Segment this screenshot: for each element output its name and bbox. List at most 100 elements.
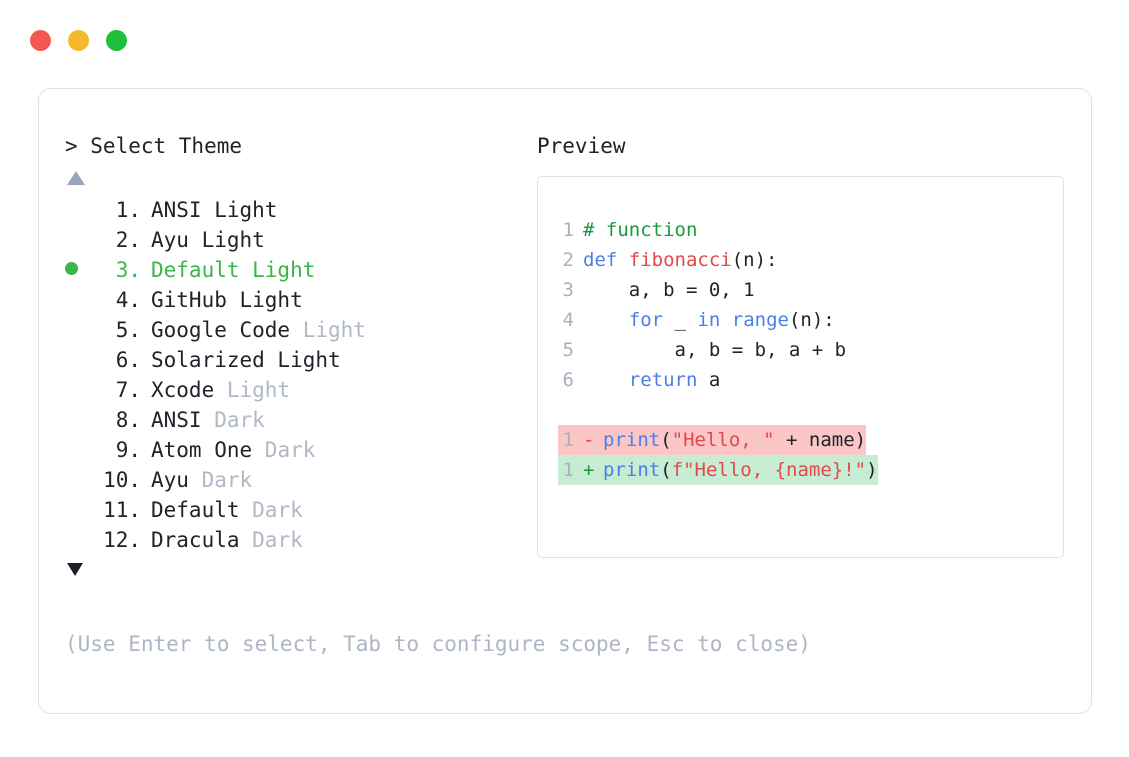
maximize-button[interactable] [106,30,127,51]
keyboard-hint: (Use Enter to select, Tab to configure s… [65,632,811,656]
line-number: 6 [562,369,574,391]
theme-index: 4. [115,288,141,312]
code-line: 1 # function [538,215,1063,245]
theme-list-item[interactable]: 9. Atom One Dark [65,435,535,465]
code-token-plain: (n): [731,249,778,271]
theme-list-item[interactable]: 12. Dracula Dark [65,525,535,555]
theme-name: Solarized Light [151,348,341,372]
code-content: a, b = 0, 1 [583,275,755,305]
theme-list-item[interactable]: 3. Default Light [65,255,535,285]
theme-index: 6. [115,348,141,372]
code-content: # function [583,215,697,245]
code-token-comment: # function [583,219,698,241]
theme-name: Google Code [151,318,291,342]
theme-name: Default Light [151,258,316,282]
theme-index: 12. [103,528,141,552]
code-line: 6 return a [538,365,1063,395]
page-title: > Select Theme [65,134,243,158]
close-button[interactable] [30,30,51,51]
code-token-keyword: in [697,309,732,331]
line-number: 1 [562,459,574,481]
code-token-string: f"Hello, {name}!" [671,459,867,481]
code-token-plain: + name) [774,429,867,451]
code-token-plain: ) [866,459,878,481]
code-content: print(f"Hello, {name}!") [603,455,878,485]
line-number: 4 [562,309,574,331]
code-token-plain: (n): [788,309,835,331]
theme-list-item[interactable]: 4. GitHub Light [65,285,535,315]
line-number: 3 [562,279,574,301]
code-token-plain [583,309,629,331]
diff-highlight: 1-print("Hello, " + name) [558,425,867,455]
diff-sign: + [583,459,595,481]
code-token-plain: ( [660,429,672,451]
code-token-plain: a, b = b, a + b [583,339,847,361]
diff-line-added: 1 + print(f"Hello, {name}!") [538,455,1063,485]
theme-list-item[interactable]: 1.ANSI Light [65,195,535,225]
theme-mode-suffix: Dark [239,498,303,522]
code-content: def fibonacci(n): [583,245,777,275]
diff-highlight: 1 + print(f"Hello, {name}!") [558,455,878,485]
line-number: 1 [562,219,574,241]
code-line: 3 a, b = 0, 1 [538,275,1063,305]
theme-index: 10. [103,468,141,492]
code-token-plain: _ [674,309,698,331]
code-token-builtin: print [603,429,661,451]
code-spacer [538,395,1063,425]
theme-name: Atom One [151,438,253,462]
code-line: 4 for _ in range(n): [538,305,1063,335]
theme-index: 5. [115,318,141,342]
minimize-button[interactable] [68,30,89,51]
theme-list-item[interactable]: 10. Ayu Dark [65,465,535,495]
triangle-up-icon[interactable] [67,171,85,185]
theme-index: 3. [115,258,141,282]
theme-index: 2. [115,228,141,252]
theme-index: 8. [115,408,141,432]
theme-list-item[interactable]: 5. Google Code Light [65,315,535,345]
code-token-plain: a [708,369,721,391]
code-token-plain [583,369,629,391]
theme-name: ANSI Light [151,198,278,222]
theme-list-item[interactable]: 7. Xcode Light [65,375,535,405]
line-number: 2 [562,249,574,271]
theme-mode-suffix: Dark [239,528,303,552]
code-line: 5 a, b = b, a + b [538,335,1063,365]
theme-mode-suffix: Light [290,318,366,342]
code-content: return a [583,365,721,395]
code-token-plain: ( [660,459,672,481]
code-token-func: fibonacci [628,249,732,271]
theme-list-item[interactable]: 6. Solarized Light [65,345,535,375]
triangle-down-icon[interactable] [67,563,83,576]
theme-name: Xcode [151,378,215,402]
theme-index: 11. [103,498,141,522]
theme-select-column: > Select Theme 1.ANSI Light 2. Ayu Light 3.… [65,131,535,576]
code-token-keyword: for [628,309,675,331]
code-token-builtin: range [731,309,789,331]
theme-mode-suffix: Light [214,378,291,402]
card-columns: > Select Theme 1.ANSI Light 2. Ayu Light 3.… [39,89,1091,713]
theme-list-item[interactable]: 2. Ayu Light [65,225,535,255]
theme-name: Dracula [151,528,240,552]
code-token-keyword: def [583,249,629,271]
theme-index: 9. [115,438,141,462]
code-token-keyword: return [628,369,709,391]
code-token-string: "Hello, " [671,429,775,451]
line-number: 5 [562,339,574,361]
theme-list-item[interactable]: 8.ANSI Dark [65,405,535,435]
theme-list-item[interactable]: 11. Default Dark [65,495,535,525]
theme-list[interactable]: 1.ANSI Light 2. Ayu Light 3. Default Light 4.… [65,195,535,555]
diff-line-removed: 1-print("Hello, " + name) [538,425,1063,455]
theme-mode-suffix: Dark [252,438,316,462]
theme-index: 7. [115,378,141,402]
theme-name: Default [151,498,240,522]
code-token-plain: a, b = 0, 1 [583,279,755,301]
window-titlebar [30,30,127,51]
theme-name: Ayu [151,468,189,492]
theme-name: Ayu Light [151,228,265,252]
code-content: a, b = b, a + b [583,335,847,365]
theme-mode-suffix: Dark [201,408,265,432]
theme-mode-suffix: Dark [188,468,253,492]
theme-name: GitHub Light [151,288,303,312]
